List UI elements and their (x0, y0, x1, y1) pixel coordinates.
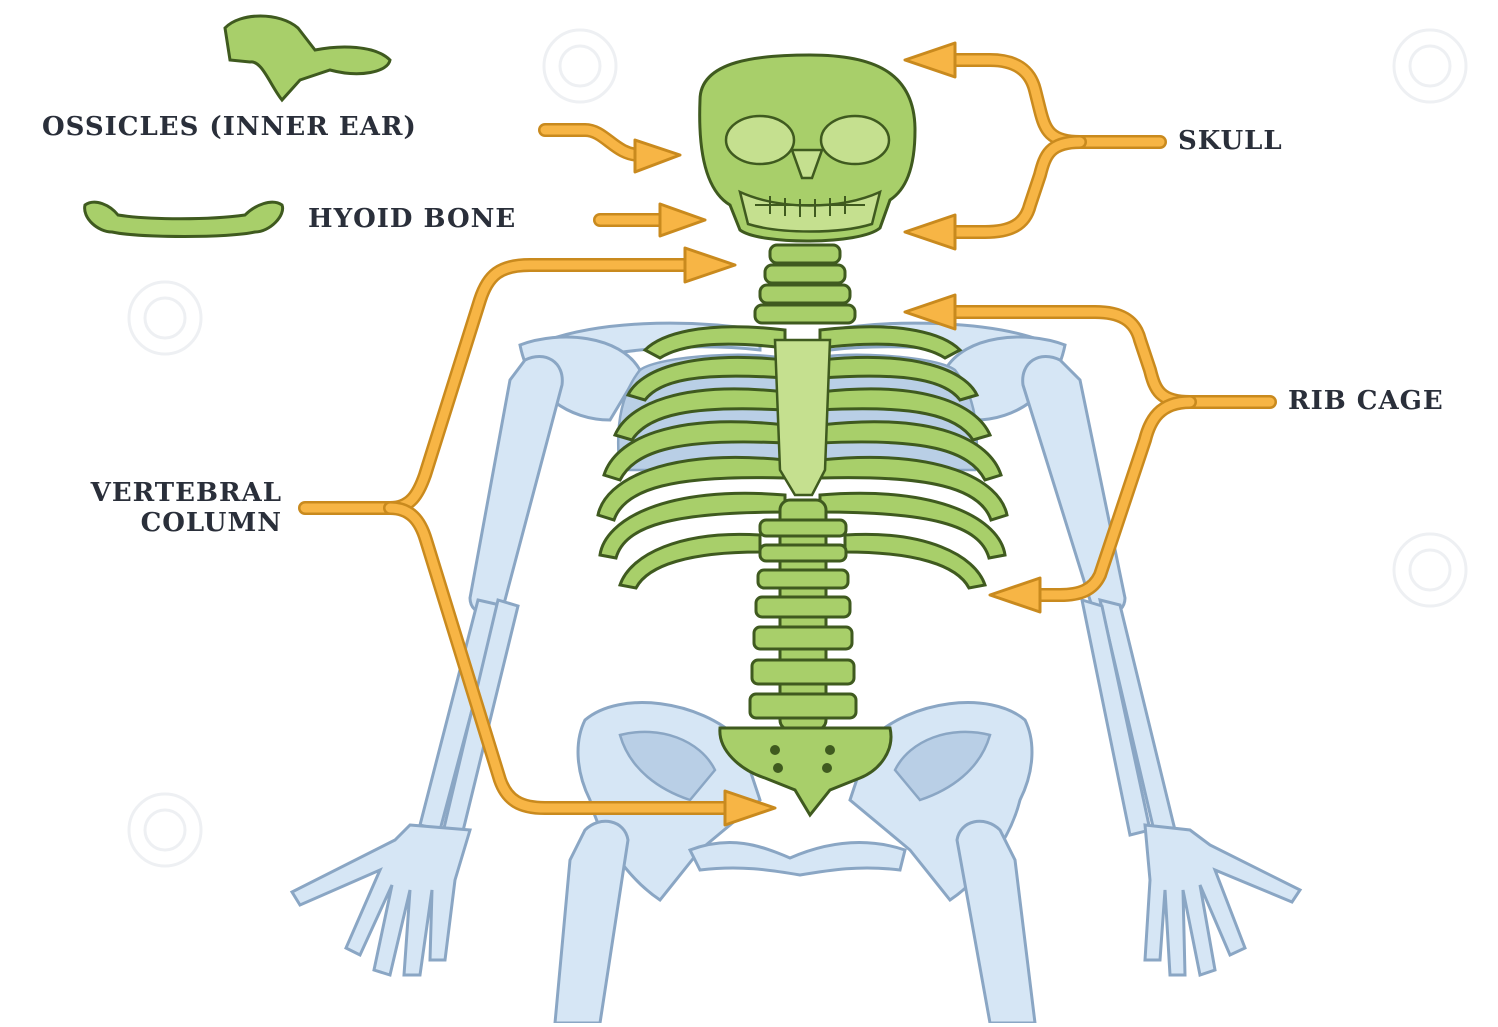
hyoid-arrowhead (660, 204, 705, 236)
ossicles-arrowhead (635, 140, 680, 172)
vertebral-top-arrowhead (685, 248, 735, 282)
right-femur (957, 821, 1035, 1023)
rib-bottom-arrowhead (990, 578, 1040, 612)
ossicles-icon (225, 16, 390, 100)
label-skull: SKULL (1178, 126, 1283, 156)
label-vertebral-column: VERTEBRAL COLUMN (14, 478, 282, 538)
hyoid-icon (85, 202, 283, 236)
right-orbit (821, 116, 889, 164)
label-hyoid-bone: HYOID BONE (308, 204, 516, 234)
spine (750, 500, 856, 730)
right-hand (1145, 825, 1300, 975)
left-orbit (726, 116, 794, 164)
label-vertebral-line2: COLUMN (14, 508, 282, 538)
left-femur (555, 821, 628, 1023)
right-humerus (1023, 356, 1125, 614)
label-ossicles: OSSICLES (INNER EAR) (42, 112, 417, 142)
skull-bottom-arrowhead (905, 215, 955, 249)
pubic-arch (690, 842, 905, 875)
left-humerus (470, 356, 562, 614)
sternum (775, 340, 830, 495)
skull-top-arrowhead (905, 43, 955, 77)
label-rib-cage: RIB CAGE (1288, 386, 1444, 416)
left-hand (292, 825, 470, 975)
label-vertebral-line1: VERTEBRAL (14, 478, 282, 508)
